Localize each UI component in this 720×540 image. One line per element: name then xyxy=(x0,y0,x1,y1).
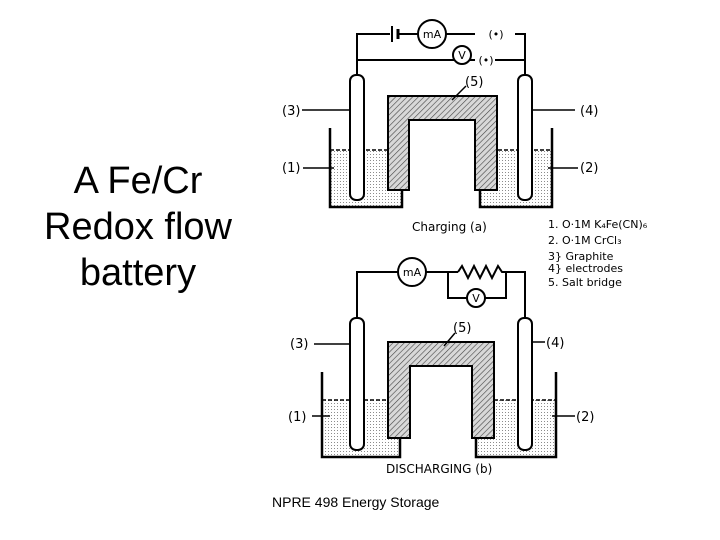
label-4: (4) xyxy=(546,336,564,351)
label-3: (3) xyxy=(290,337,308,352)
legend-item-5: 5. Salt bridge xyxy=(548,276,622,289)
electrode-right xyxy=(517,74,533,201)
ammeter-label: mA xyxy=(423,28,442,41)
legend-item-3: 3} Graphite xyxy=(548,250,614,263)
label-4: (4) xyxy=(580,104,598,119)
electrode-left xyxy=(349,317,365,451)
terminal-bottom: (•) xyxy=(478,54,493,67)
electrode-left xyxy=(349,74,365,201)
voltmeter-icon xyxy=(466,288,486,308)
battery-icon xyxy=(391,26,400,42)
charging-diagram: mA V (•) (•) (3) (4) (5) xyxy=(282,19,598,234)
ammeter-icon xyxy=(397,257,427,287)
resistor-icon xyxy=(457,263,508,281)
voltmeter-icon xyxy=(452,45,472,65)
label-1: (1) xyxy=(282,161,300,176)
slide-footer: NPRE 498 Energy Storage xyxy=(272,494,440,510)
discharging-diagram: mA V (3) (4) (5) (1) (2) DI xyxy=(288,257,594,476)
legend-item-2: 2. O·1M CrCl₃ xyxy=(548,234,621,247)
title-line-3: battery xyxy=(79,252,197,294)
title-line-1: A Fe/Cr xyxy=(73,160,203,202)
salt-bridge xyxy=(387,341,495,439)
legend: 1. O·1M K₄Fe(CN)₆ 2. O·1M CrCl₃ 3} Graph… xyxy=(548,218,648,289)
label-5: (5) xyxy=(465,75,483,90)
voltmeter-label: V xyxy=(472,292,480,305)
charging-callouts xyxy=(302,85,578,169)
label-5: (5) xyxy=(453,321,471,336)
salt-bridge xyxy=(387,95,498,191)
ammeter-label: mA xyxy=(403,266,422,279)
label-2: (2) xyxy=(576,410,594,425)
discharging-circuit-wires xyxy=(356,271,526,318)
electrode-right xyxy=(517,317,533,451)
legend-item-4: 4} electrodes xyxy=(548,262,623,275)
title-line-2: Redox flow xyxy=(44,206,232,248)
label-3: (3) xyxy=(282,104,300,119)
slide-title: A Fe/Cr Redox flow battery xyxy=(18,158,258,296)
label-2: (2) xyxy=(580,161,598,176)
ammeter-icon xyxy=(417,19,447,49)
label-1: (1) xyxy=(288,410,306,425)
discharging-caption: DISCHARGING (b) xyxy=(386,462,492,476)
terminal-top: (•) xyxy=(488,28,503,41)
legend-item-1: 1. O·1M K₄Fe(CN)₆ xyxy=(548,218,648,231)
charging-caption: Charging (a) xyxy=(412,220,487,234)
charging-circuit-wires xyxy=(356,33,526,75)
discharging-callouts xyxy=(312,332,575,417)
voltmeter-label: V xyxy=(458,49,466,62)
